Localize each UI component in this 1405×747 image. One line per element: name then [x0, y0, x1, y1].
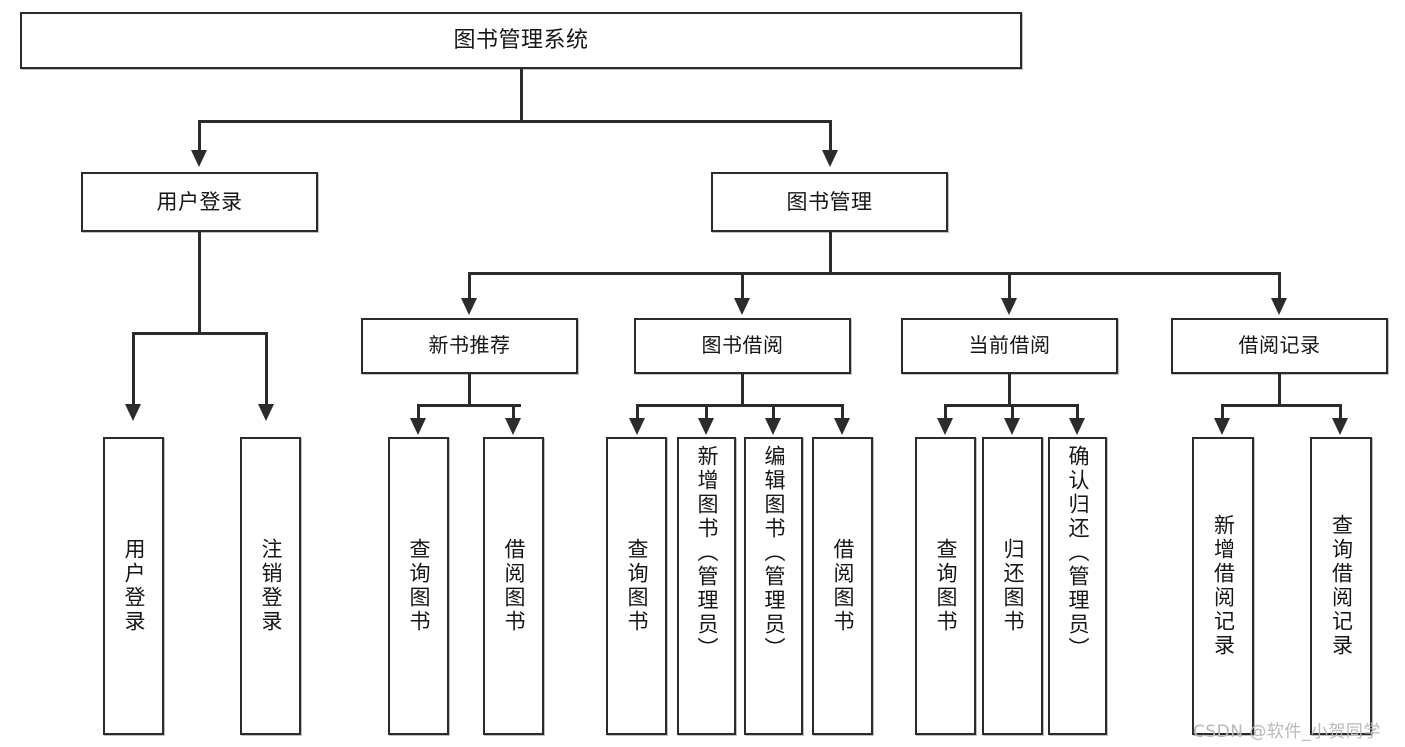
node-new-book-recommend-label: 新书推荐: [428, 333, 511, 358]
connector-nbr-stem: [468, 374, 471, 406]
arrow-to-leaf-add-book: [698, 418, 714, 435]
connector-cb-drop-1: [944, 404, 947, 420]
node-book-management[interactable]: 图书管理: [711, 172, 948, 232]
node-leaf-query-record-label: 查询借阅记录: [1329, 514, 1354, 658]
arrow-to-leaf-confirm-return: [1069, 418, 1085, 435]
node-leaf-query-book-2-label: 查询图书: [625, 538, 649, 634]
node-book-management-label: 图书管理: [786, 189, 873, 214]
node-leaf-query-book-1-label: 查询图书: [407, 538, 431, 634]
node-leaf-return-book-label: 归还图书: [1001, 538, 1025, 634]
node-leaf-query-book-3-label: 查询图书: [934, 538, 958, 634]
connector-book-management-stem: [829, 232, 832, 274]
node-root-system[interactable]: 图书管理系统: [20, 12, 1022, 69]
arrow-to-leaf-query-book-1: [410, 418, 426, 435]
watermark-text: CSDN @软件_小贺同学: [1193, 722, 1381, 742]
node-leaf-add-record-label: 新增借阅记录: [1211, 514, 1236, 658]
arrow-to-leaf-edit-book: [765, 418, 781, 435]
arrow-to-leaf-user-login: [125, 404, 141, 421]
connector-level2-bar: [468, 272, 1280, 275]
connector-level2-drop-3: [1008, 272, 1011, 298]
node-user-login[interactable]: 用户登录: [81, 172, 318, 232]
arrow-to-leaf-borrow-book-1: [505, 418, 521, 435]
node-leaf-borrow-book-1[interactable]: 借阅图书: [483, 437, 544, 735]
connector-nbr-drop-2: [512, 404, 515, 420]
connector-bb-drop-3: [772, 404, 775, 420]
connector-nbr-drop-1: [417, 404, 420, 420]
node-leaf-edit-book[interactable]: 编辑图书（管理员）: [744, 437, 803, 735]
node-leaf-query-book-1[interactable]: 查询图书: [388, 437, 449, 735]
node-user-login-label: 用户登录: [156, 189, 243, 214]
arrow-to-current-borrow: [1001, 298, 1017, 315]
node-leaf-query-record[interactable]: 查询借阅记录: [1310, 437, 1372, 735]
connector-bb-bar: [636, 404, 843, 407]
node-leaf-user-login-label: 用户登录: [122, 538, 146, 634]
node-leaf-add-record[interactable]: 新增借阅记录: [1192, 437, 1254, 735]
node-leaf-logout-label: 注销登录: [259, 538, 283, 634]
node-leaf-borrow-book-1-label: 借阅图书: [502, 538, 526, 634]
connector-level2-drop-4: [1278, 272, 1281, 298]
connector-cb-drop-2: [1011, 404, 1014, 420]
node-leaf-query-book-3[interactable]: 查询图书: [915, 437, 976, 735]
arrow-to-user-login: [191, 150, 207, 167]
connector-user-login-drop-1: [132, 332, 135, 404]
connector-bb-drop-4: [841, 404, 844, 420]
connector-cb-bar: [944, 404, 1077, 407]
connector-root-stem: [520, 69, 523, 121]
connector-level2-drop-2: [741, 272, 744, 298]
node-leaf-confirm-return-label: 确认归还（管理员）: [1066, 445, 1090, 661]
node-leaf-confirm-return[interactable]: 确认归还（管理员）: [1048, 437, 1107, 735]
arrow-to-book-management: [822, 150, 838, 167]
node-leaf-add-book-label: 新增图书（管理员）: [695, 445, 719, 661]
node-leaf-borrow-book-2[interactable]: 借阅图书: [812, 437, 873, 735]
node-new-book-recommend[interactable]: 新书推荐: [361, 318, 578, 374]
arrow-to-leaf-query-book-3: [937, 418, 953, 435]
connector-user-login-stem: [198, 232, 201, 334]
node-leaf-query-book-2[interactable]: 查询图书: [606, 437, 667, 735]
connector-br-bar: [1221, 404, 1341, 407]
node-leaf-add-book[interactable]: 新增图书（管理员）: [677, 437, 736, 735]
connector-bb-drop-2: [705, 404, 708, 420]
connector-level1-bar: [198, 120, 832, 123]
arrow-to-leaf-query-book-2: [629, 418, 645, 435]
node-leaf-user-login[interactable]: 用户登录: [103, 437, 164, 735]
arrow-to-leaf-add-record: [1214, 418, 1230, 435]
connector-nbr-bar: [417, 404, 521, 407]
connector-bb-drop-1: [636, 404, 639, 420]
connector-cb-stem: [1008, 374, 1011, 406]
node-leaf-logout[interactable]: 注销登录: [240, 437, 301, 735]
connector-br-stem: [1278, 374, 1281, 406]
connector-level2-drop-1: [468, 272, 471, 298]
connector-bb-stem: [741, 374, 744, 406]
node-book-borrow-label: 图书借阅: [701, 333, 784, 358]
node-leaf-edit-book-label: 编辑图书（管理员）: [762, 445, 786, 661]
arrow-to-book-borrow: [734, 298, 750, 315]
connector-cb-drop-3: [1076, 404, 1079, 420]
arrow-to-borrow-record: [1271, 298, 1287, 315]
arrow-to-leaf-query-record: [1332, 418, 1348, 435]
node-borrow-record-label: 借阅记录: [1238, 333, 1321, 358]
node-leaf-borrow-book-2-label: 借阅图书: [831, 538, 855, 634]
node-leaf-return-book[interactable]: 归还图书: [982, 437, 1043, 735]
connector-user-login-drop-2: [265, 332, 268, 404]
arrow-to-new-book-recommend: [461, 298, 477, 315]
arrow-to-leaf-logout: [258, 404, 274, 421]
connector-br-drop-2: [1339, 404, 1342, 420]
node-borrow-record[interactable]: 借阅记录: [1171, 318, 1388, 374]
connector-level1-drop-left: [198, 120, 201, 150]
node-current-borrow-label: 当前借阅: [968, 333, 1051, 358]
node-current-borrow[interactable]: 当前借阅: [901, 318, 1118, 374]
arrow-to-leaf-return-book: [1004, 418, 1020, 435]
connector-level1-drop-right: [829, 120, 832, 150]
node-book-borrow[interactable]: 图书借阅: [634, 318, 851, 374]
node-root-label: 图书管理系统: [453, 27, 589, 53]
arrow-to-leaf-borrow-book-2: [834, 418, 850, 435]
connector-user-login-bar: [132, 332, 267, 335]
connector-br-drop-1: [1221, 404, 1224, 420]
